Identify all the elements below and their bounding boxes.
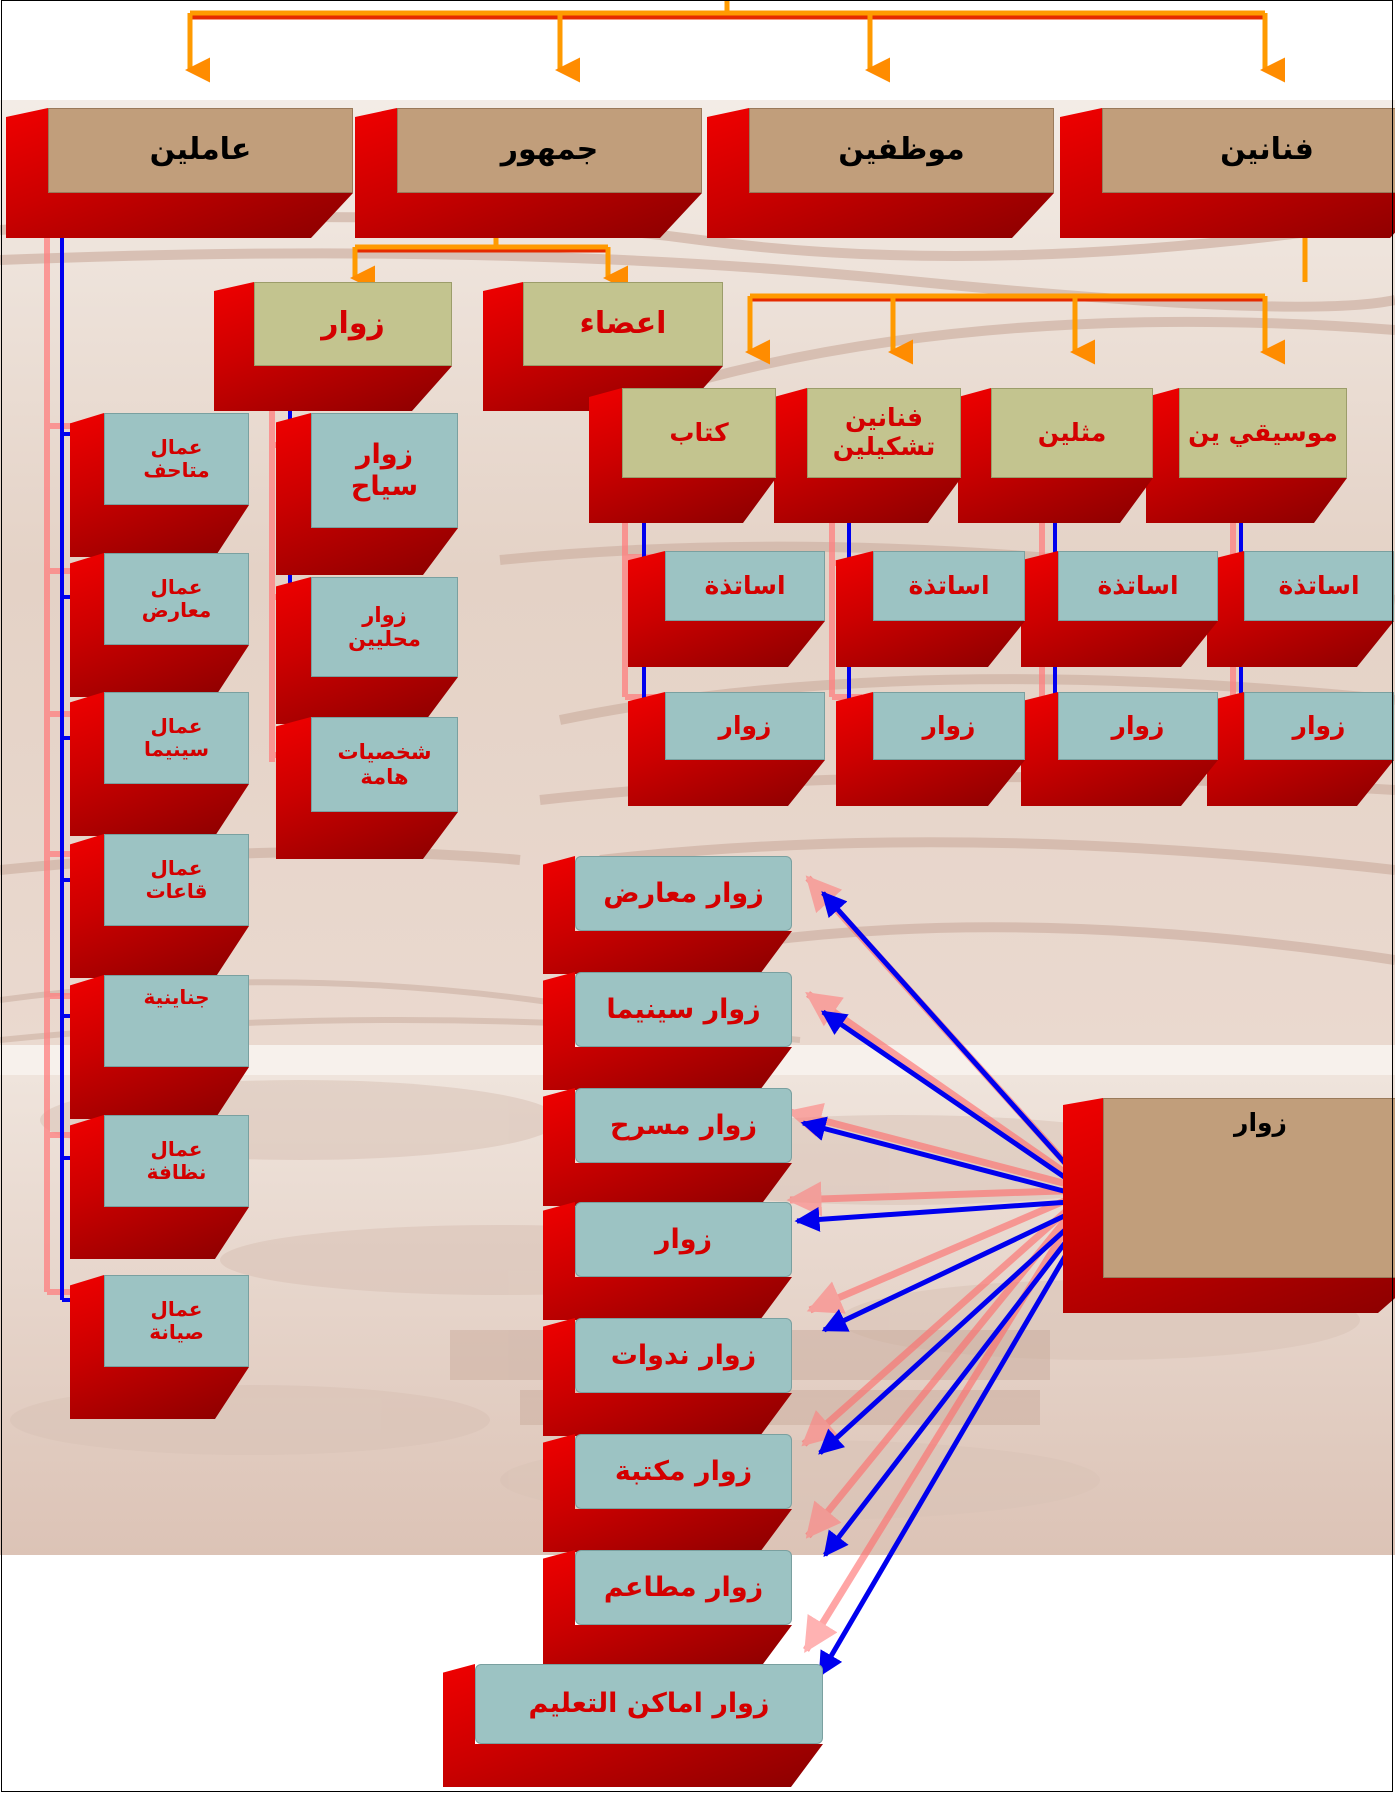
dest-theater-box: زوار مسرح (543, 1088, 792, 1206)
visitors-tourists-box: زوار سياح (276, 413, 458, 575)
workers-gardeners-box: جناينية (70, 975, 249, 1119)
category-artists: فنانين (1102, 108, 1395, 193)
category-audience: جمهور (397, 108, 702, 193)
artist-actors-box: مثلين (958, 388, 1153, 523)
category-artists-box: فنانين (1060, 108, 1395, 238)
artist-musicians-box: موسيقي ين (1146, 388, 1347, 523)
musicians-professors-box: اساتذة (1207, 551, 1394, 667)
visitors-vip-box: شخصيات هامة (276, 717, 458, 859)
workers-maintenance: عمال صيانة (104, 1275, 249, 1367)
writers-visitors: زوار (665, 692, 825, 760)
dest-restaurants-box: زوار مطاعم (543, 1550, 792, 1668)
visitors-locals: زوار محليين (311, 577, 458, 677)
workers-exhibitions-box: عمال معارض (70, 553, 249, 697)
writers-professors-box: اساتذة (628, 551, 825, 667)
workers-halls-box: عمال قاعات (70, 834, 249, 978)
dest-seminars: زوار ندوات (575, 1318, 792, 1393)
workers-exhibitions: عمال معارض (104, 553, 249, 645)
dest-library: زوار مكتبة (575, 1434, 792, 1509)
dest-cinema-box: زوار سينيما (543, 972, 792, 1090)
dest-seminars-box: زوار ندوات (543, 1318, 792, 1436)
dest-library-box: زوار مكتبة (543, 1434, 792, 1552)
workers-cleaning: عمال نظافة (104, 1115, 249, 1207)
actors-professors-box: اساتذة (1021, 551, 1218, 667)
workers-museums: عمال متاحف (104, 413, 249, 505)
category-employees-box: موظفين (707, 108, 1054, 238)
dest-exhibitions: زوار معارض (575, 856, 792, 931)
actors-visitors-box: زوار (1021, 692, 1218, 806)
workers-cinema: عمال سينيما (104, 692, 249, 784)
writers-professors: اساتذة (665, 551, 825, 621)
dest-education: زوار اماكن التعليم (475, 1664, 823, 1744)
dest-education-box: زوار اماكن التعليم (443, 1664, 823, 1787)
artist-painters: فنانين تشكيلين (807, 388, 961, 478)
dest-exhibitions-box: زوار معارض (543, 856, 792, 974)
artist-actors: مثلين (991, 388, 1153, 478)
dest-visitors-box: زوار (543, 1202, 792, 1320)
actors-visitors: زوار (1058, 692, 1218, 760)
artist-writers-box: كتاب (589, 388, 776, 523)
category-workers: عاملين (48, 108, 353, 193)
workers-museums-box: عمال متاحف (70, 413, 249, 557)
dest-visitors: زوار (575, 1202, 792, 1277)
workers-cleaning-box: عمال نظافة (70, 1115, 249, 1259)
painters-visitors: زوار (873, 692, 1025, 760)
actors-professors: اساتذة (1058, 551, 1218, 621)
painters-professors-box: اساتذة (836, 551, 1025, 667)
workers-cinema-box: عمال سينيما (70, 692, 249, 836)
audience-visitors: زوار (254, 282, 452, 366)
dest-theater: زوار مسرح (575, 1088, 792, 1163)
visitors-locals-box: زوار محليين (276, 577, 458, 724)
visitor-hub: زوار (1103, 1098, 1395, 1278)
painters-professors: اساتذة (873, 551, 1025, 621)
artist-painters-box: فنانين تشكيلين (774, 388, 961, 523)
artist-writers: كتاب (622, 388, 776, 478)
workers-gardeners: جناينية (104, 975, 249, 1067)
visitors-vip: شخصيات هامة (311, 717, 458, 812)
musicians-visitors-box: زوار (1207, 692, 1394, 806)
audience-members: اعضاء (523, 282, 723, 366)
writers-visitors-box: زوار (628, 692, 825, 806)
musicians-professors: اساتذة (1244, 551, 1394, 621)
musicians-visitors: زوار (1244, 692, 1394, 760)
category-workers-box: عاملين (6, 108, 353, 238)
category-employees: موظفين (749, 108, 1054, 193)
audience-visitors-box: زوار (214, 282, 452, 411)
painters-visitors-box: زوار (836, 692, 1025, 806)
dest-cinema: زوار سينيما (575, 972, 792, 1047)
artist-musicians: موسيقي ين (1179, 388, 1347, 478)
visitor-hub-box: زوار (1063, 1098, 1395, 1313)
workers-maintenance-box: عمال صيانة (70, 1275, 249, 1419)
visitors-tourists: زوار سياح (311, 413, 458, 528)
category-audience-box: جمهور (355, 108, 702, 238)
workers-halls: عمال قاعات (104, 834, 249, 926)
dest-restaurants: زوار مطاعم (575, 1550, 792, 1625)
